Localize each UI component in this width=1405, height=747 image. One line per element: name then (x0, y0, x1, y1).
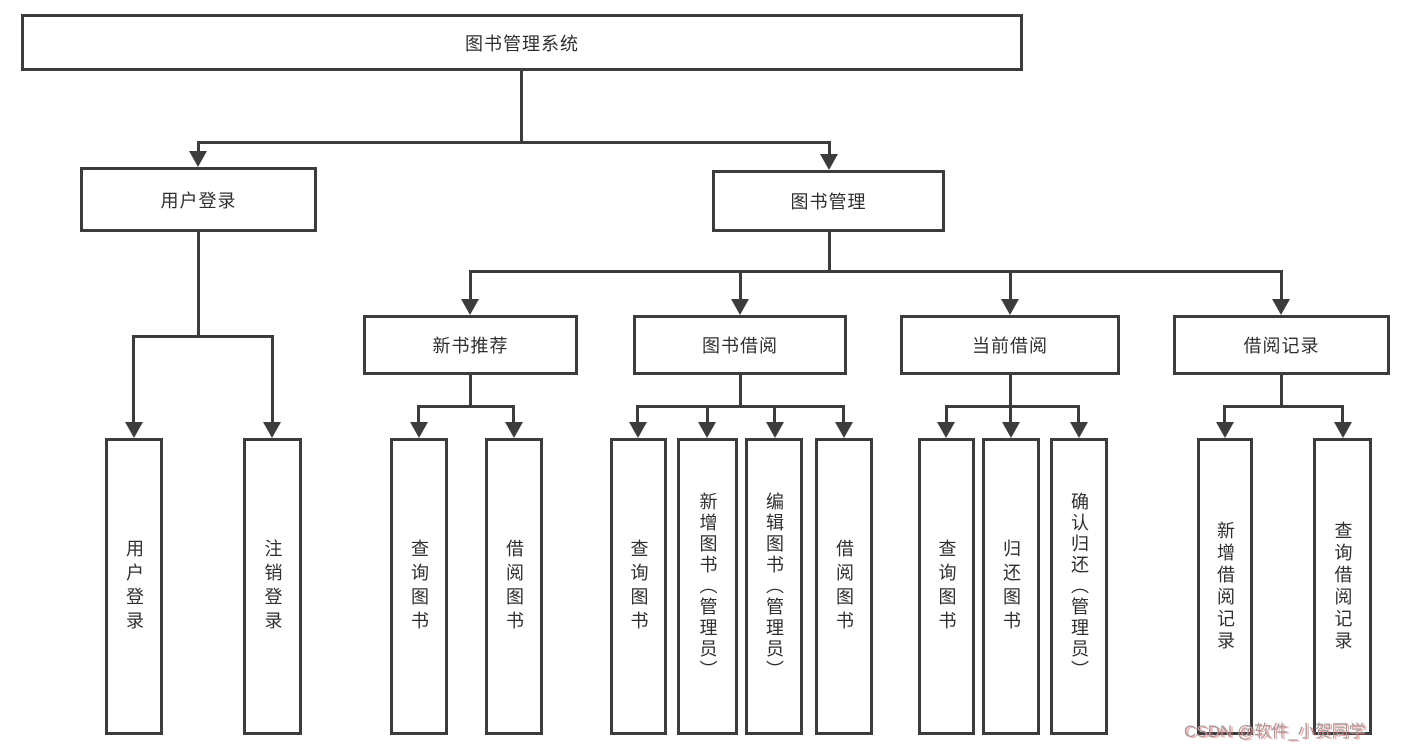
node-leaf-borrow-book-1: 借阅图书 (485, 438, 543, 735)
connector-line (197, 141, 831, 144)
connector-line (1009, 375, 1012, 407)
connector-line (132, 335, 135, 425)
connector-line (1077, 405, 1080, 425)
connector-line (1009, 270, 1012, 302)
node-leaf-edit-book: 编辑图书（管理员） (745, 438, 803, 735)
connector-line (197, 141, 200, 154)
node-leaf-borrow-book-2: 借阅图书 (815, 438, 873, 735)
arrow-down-icon (461, 299, 479, 315)
arrow-down-icon (1070, 422, 1088, 438)
connector-line (1341, 405, 1344, 425)
connector-line (1280, 270, 1283, 302)
connector-line (636, 405, 845, 408)
node-leaf-logout: 注销登录 (243, 438, 302, 735)
node-book-borrowing: 图书借阅 (633, 315, 847, 375)
arrow-down-icon (629, 422, 647, 438)
arrow-down-icon (125, 422, 143, 438)
connector-line (739, 375, 742, 407)
node-book-management: 图书管理 (712, 170, 945, 232)
connector-line (773, 405, 776, 425)
arrow-down-icon (835, 422, 853, 438)
node-leaf-confirm-return: 确认归还（管理员） (1050, 438, 1108, 735)
connector-line (706, 405, 709, 425)
connector-line (828, 232, 831, 272)
connector-line (469, 270, 472, 302)
csdn-watermark: CSDN @软件_小贺同学 (1184, 722, 1366, 741)
connector-line (520, 71, 523, 143)
connector-line (417, 405, 420, 425)
connector-line (132, 335, 274, 338)
connector-line (197, 232, 200, 337)
connector-line (1009, 405, 1012, 425)
arrow-down-icon (1216, 422, 1234, 438)
connector-line (842, 405, 845, 425)
arrow-down-icon (410, 422, 428, 438)
connector-line (1223, 405, 1344, 408)
connector-line (636, 405, 639, 425)
node-leaf-return-book: 归还图书 (982, 438, 1040, 735)
connector-line (469, 375, 472, 407)
node-leaf-user-login: 用户登录 (105, 438, 163, 735)
arrow-down-icon (698, 422, 716, 438)
arrow-down-icon (189, 151, 207, 167)
node-leaf-query-record: 查询借阅记录 (1313, 438, 1372, 735)
arrow-down-icon (766, 422, 784, 438)
arrow-down-icon (731, 299, 749, 315)
node-leaf-add-record: 新增借阅记录 (1197, 438, 1253, 735)
arrow-down-icon (937, 422, 955, 438)
connector-line (417, 405, 515, 408)
node-leaf-query-book-2: 查询图书 (610, 438, 667, 735)
node-current-borrowing: 当前借阅 (900, 315, 1120, 375)
node-leaf-query-book-1: 查询图书 (390, 438, 448, 735)
connector-line (469, 270, 1283, 273)
arrow-down-icon (263, 422, 281, 438)
node-borrowing-records: 借阅记录 (1173, 315, 1390, 375)
node-root: 图书管理系统 (21, 14, 1023, 71)
node-leaf-add-book: 新增图书（管理员） (677, 438, 738, 735)
connector-line (739, 270, 742, 302)
arrow-down-icon (820, 154, 838, 170)
connector-line (512, 405, 515, 425)
node-new-book-recommend: 新书推荐 (363, 315, 578, 375)
connector-line (1223, 405, 1226, 425)
arrow-down-icon (505, 422, 523, 438)
connector-line (945, 405, 948, 425)
arrow-down-icon (1334, 422, 1352, 438)
connector-line (828, 141, 831, 158)
connector-line (271, 335, 274, 425)
node-leaf-query-book-3: 查询图书 (918, 438, 975, 735)
node-user-login-group: 用户登录 (80, 167, 317, 232)
connector-line (945, 405, 1080, 408)
arrow-down-icon (1001, 299, 1019, 315)
arrow-down-icon (1272, 299, 1290, 315)
arrow-down-icon (1002, 422, 1020, 438)
connector-line (1280, 375, 1283, 407)
